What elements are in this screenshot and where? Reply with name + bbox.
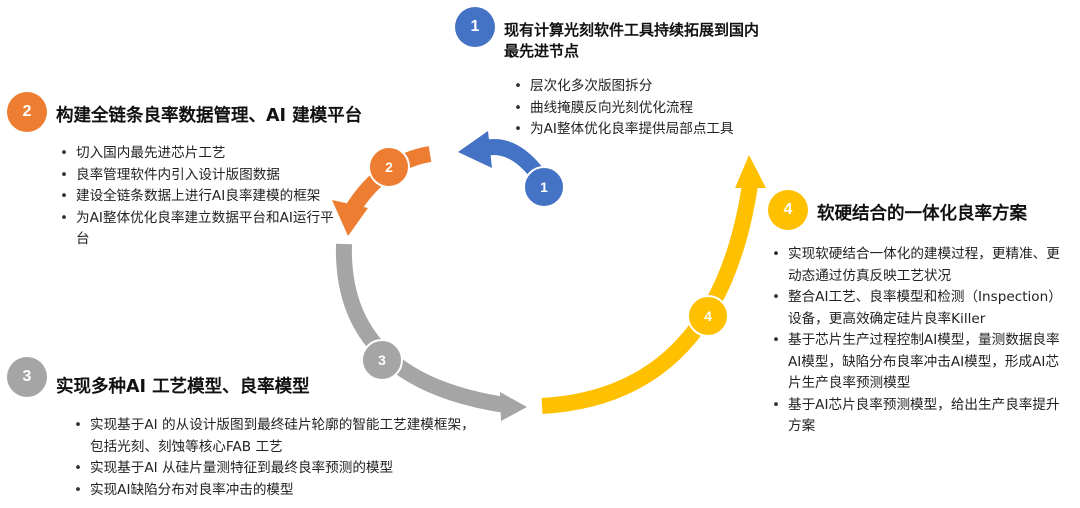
section-4-bullet: 整合AI工艺、良率模型和检测（Inspection）设备，更高效确定硅片良率Ki… bbox=[768, 287, 1070, 330]
svg-text:3: 3 bbox=[378, 352, 386, 368]
section-1-bullet: 曲线掩膜反向光刻优化流程 bbox=[510, 98, 810, 120]
svg-text:2: 2 bbox=[385, 159, 393, 175]
section-3-bullet: 实现基于AI 从硅片量测特征到最终良率预测的模型 bbox=[70, 458, 475, 480]
section-1-bullets: 层次化多次版图拆分 曲线掩膜反向光刻优化流程 为AI整体优化良率提供局部点工具 bbox=[510, 76, 810, 141]
section-1-badge: 1 bbox=[455, 7, 495, 47]
svg-text:1: 1 bbox=[540, 179, 548, 195]
section-4-badge: 4 bbox=[768, 190, 808, 230]
cycle-arrowhead-blue bbox=[458, 131, 492, 168]
section-4-bullet: 基于AI芯片良率预测模型，给出生产良率提升方案 bbox=[768, 395, 1070, 438]
section-4-bullets: 实现软硬结合一体化的建模过程，更精准、更动态通过仿真反映工艺状况 整合AI工艺、… bbox=[768, 244, 1070, 438]
section-2-badge: 2 bbox=[7, 92, 47, 132]
section-1-title: 现有计算光刻软件工具持续拓展到国内最先进节点 bbox=[504, 21, 760, 60]
section-3-badge: 3 bbox=[7, 357, 47, 397]
section-4-bullet: 实现软硬结合一体化的建模过程，更精准、更动态通过仿真反映工艺状况 bbox=[768, 244, 1070, 287]
section-3-bullet: 实现AI缺陷分布对良率冲击的模型 bbox=[70, 480, 475, 502]
mini-badge-2: 2 bbox=[368, 146, 410, 188]
cycle-arrowhead-orange bbox=[332, 200, 368, 236]
section-2-bullets: 切入国内最先进芯片工艺 良率管理软件内引入设计版图数据 建设全链条数据上进行AI… bbox=[56, 143, 338, 251]
section-3-title: 实现多种AI 工艺模型、良率模型 bbox=[56, 377, 310, 397]
section-2-bullet: 为AI整体优化良率建立数据平台和AI运行平台 bbox=[56, 208, 338, 251]
cycle-arrowhead-gray bbox=[500, 392, 527, 421]
section-4-title: 软硬结合的一体化良率方案 bbox=[817, 204, 1027, 224]
section-2-bullet: 建设全链条数据上进行AI良率建模的框架 bbox=[56, 186, 338, 208]
mini-badge-4: 4 bbox=[687, 295, 729, 337]
mini-badge-1: 1 bbox=[523, 166, 565, 208]
section-3-bullets: 实现基于AI 的从设计版图到最终硅片轮廓的智能工艺建模框架，包括光刻、刻蚀等核心… bbox=[70, 415, 475, 501]
section-4-bullet: 基于芯片生产过程控制AI模型，量测数据良率AI模型，缺陷分布良率冲击AI模型，形… bbox=[768, 330, 1070, 395]
cycle-arrow-blue bbox=[483, 139, 543, 178]
mini-badge-3: 3 bbox=[361, 339, 403, 381]
cycle-arrow-yellow bbox=[541, 183, 758, 414]
cycle-arrowhead-yellow bbox=[735, 155, 766, 188]
section-2-bullet: 切入国内最先进芯片工艺 bbox=[56, 143, 338, 165]
section-3-bullet: 实现基于AI 的从设计版图到最终硅片轮廓的智能工艺建模框架，包括光刻、刻蚀等核心… bbox=[70, 415, 475, 458]
cycle-arrow-gray bbox=[335, 243, 507, 413]
section-1-bullet: 层次化多次版图拆分 bbox=[510, 76, 810, 98]
section-2-title: 构建全链条良率数据管理、AI 建模平台 bbox=[56, 106, 363, 126]
section-2-bullet: 良率管理软件内引入设计版图数据 bbox=[56, 165, 338, 187]
section-1-bullet: 为AI整体优化良率提供局部点工具 bbox=[510, 119, 810, 141]
svg-text:4: 4 bbox=[704, 308, 712, 324]
